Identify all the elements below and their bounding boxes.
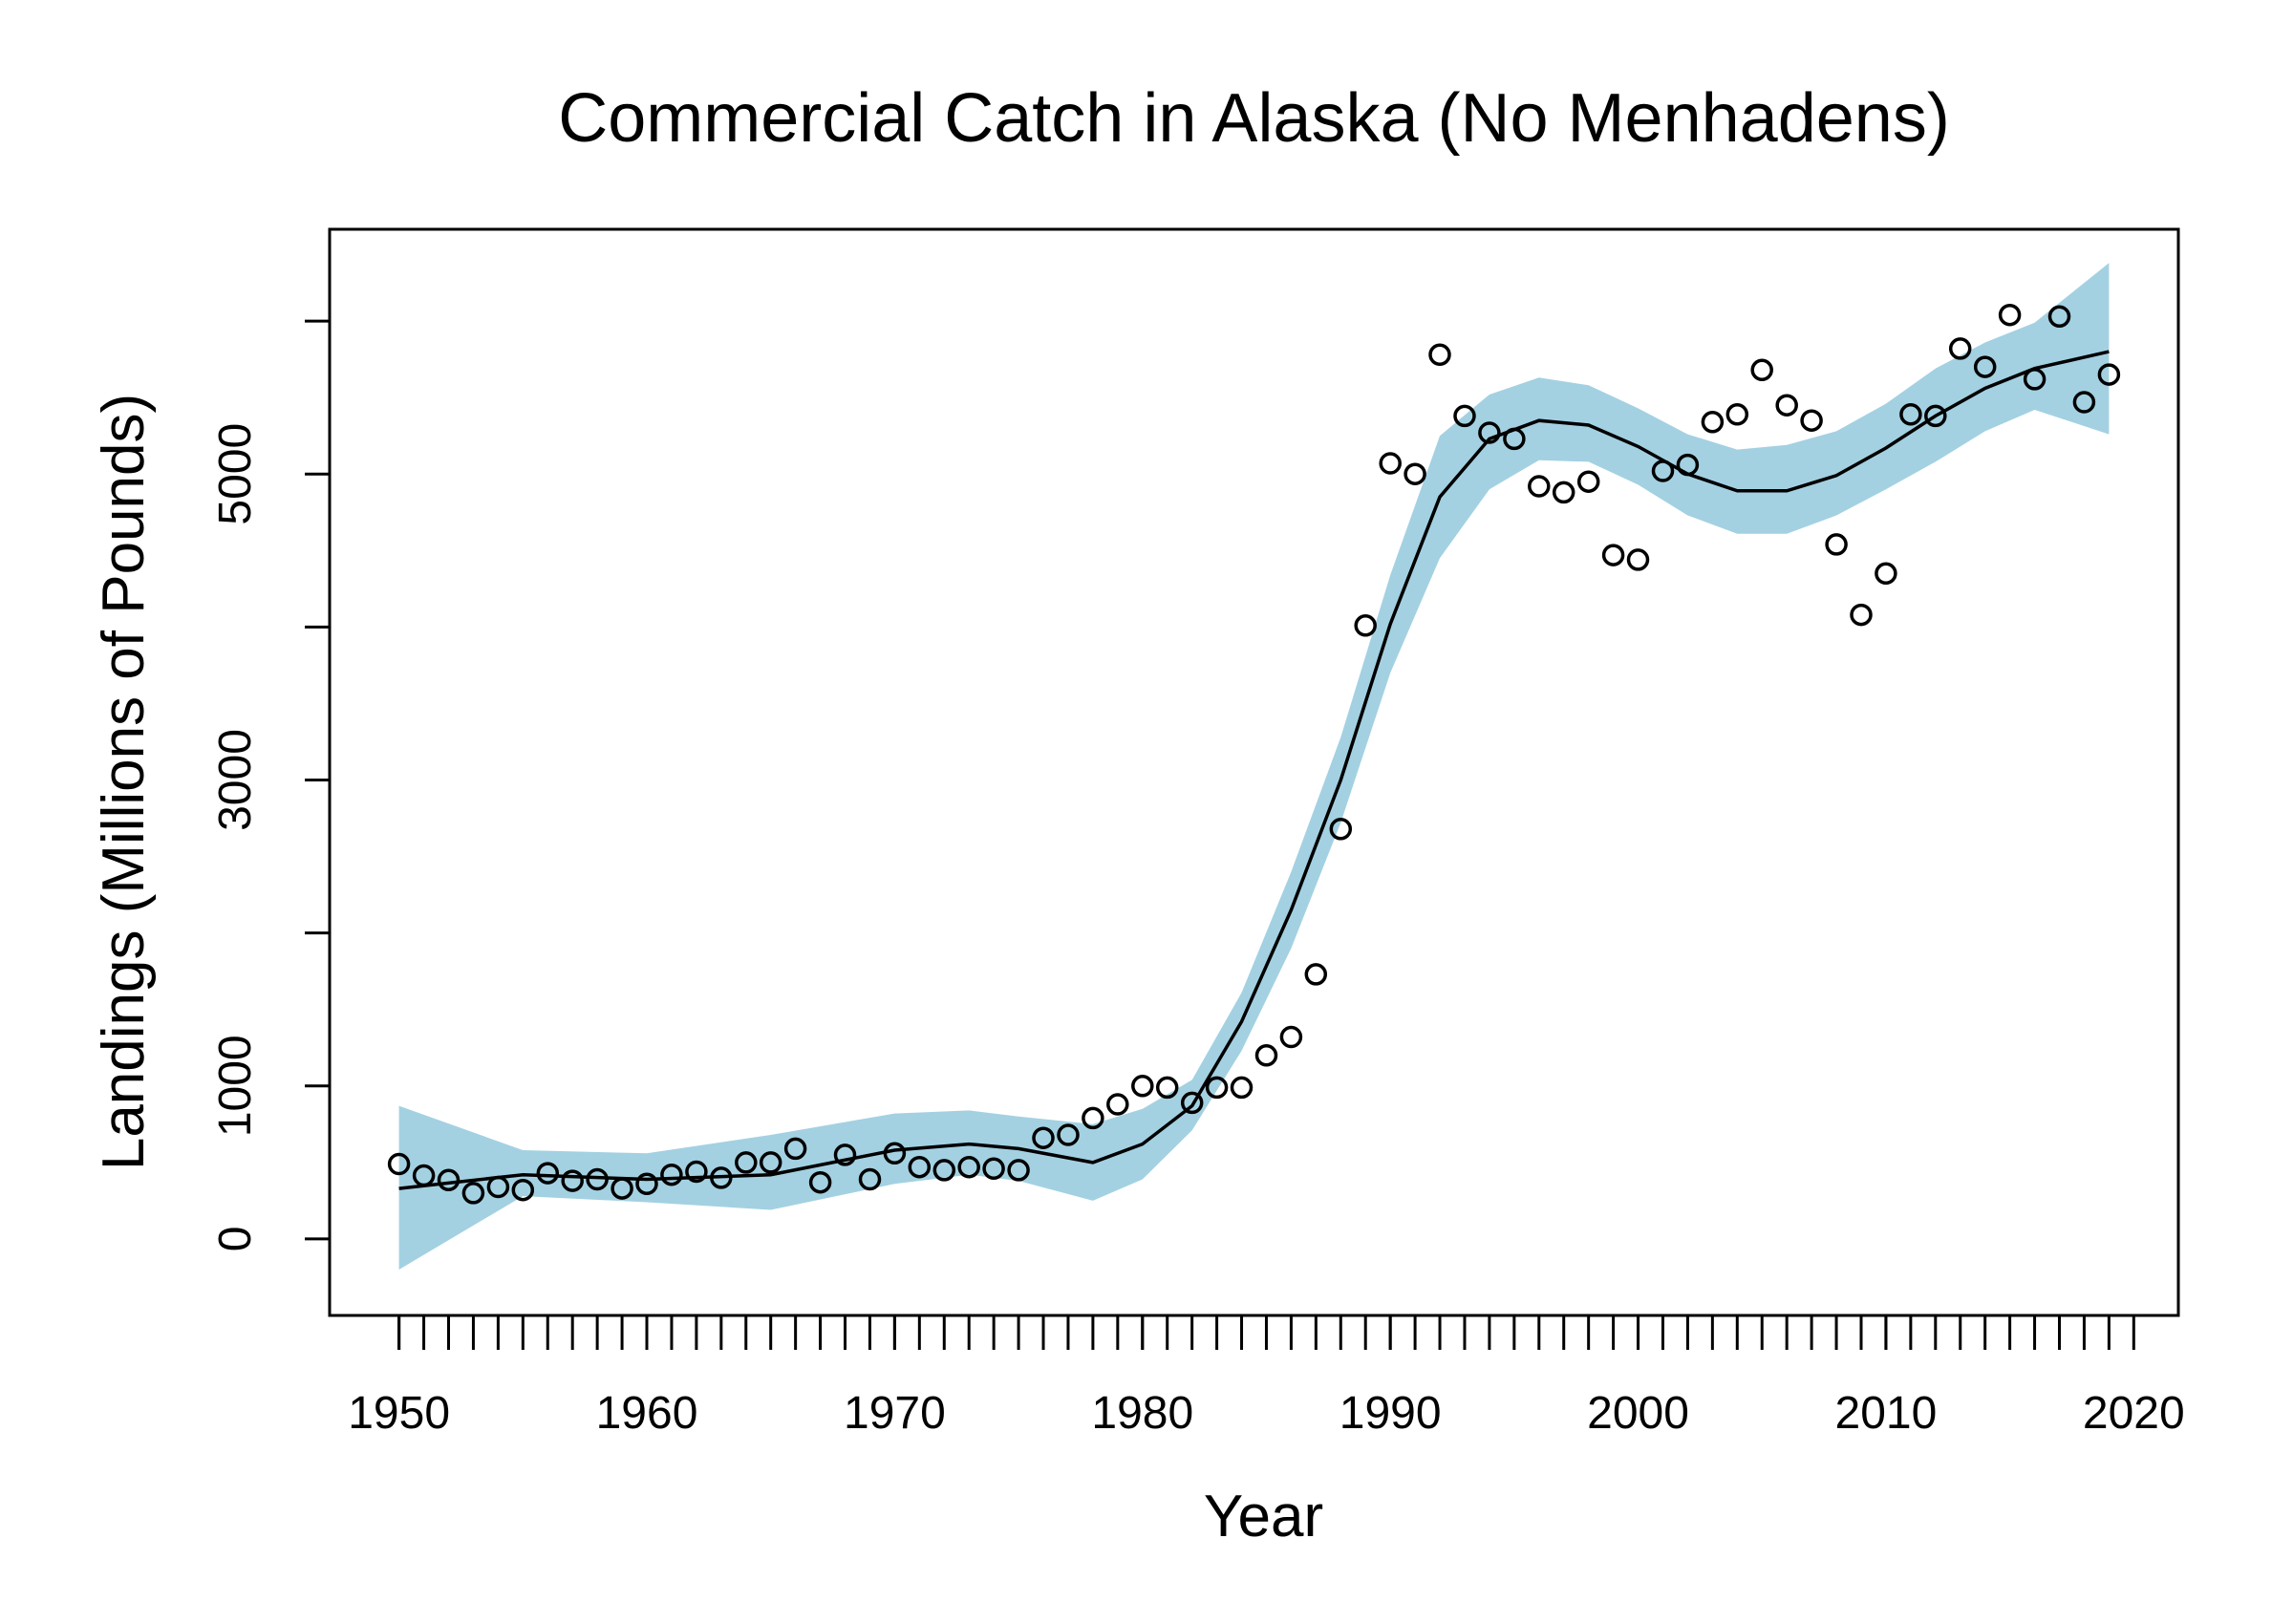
data-point [982,1157,1005,1181]
data-point [1329,818,1353,841]
y-tick-label: 0 [210,1227,261,1252]
data-point [511,1178,535,1202]
data-point [586,1167,609,1191]
data-point [1131,1075,1154,1098]
data-point [735,1151,758,1174]
data-point [1850,603,1873,627]
data-point [1032,1126,1055,1149]
confidence-band [398,263,2110,1271]
data-point [1478,421,1501,444]
data-point [1354,614,1377,637]
data-point [1254,1044,1278,1067]
data-point [1106,1093,1129,1116]
plot-content [387,263,2121,1271]
x-tick-label: 2010 [1835,1388,1938,1439]
y-axis-label: Landings (Millions of Pounds) [91,394,157,1170]
data-point [759,1151,782,1174]
data-point [486,1175,510,1199]
data-point [2097,363,2121,386]
data-point [1899,403,1922,426]
x-axis: 1950 1960 1970 1980 1990 2000 2010 2020 [348,1314,2185,1439]
data-point [1205,1076,1229,1100]
data-point [536,1162,560,1185]
x-tick-label: 2000 [1587,1388,1689,1439]
data-point [957,1155,980,1179]
data-point [1948,337,1972,360]
data-point [437,1168,461,1192]
x-tick-label: 1990 [1339,1388,1442,1439]
data-point [461,1182,485,1205]
chart-title: Commercial Catch in Alaska (No Menhadens… [558,80,1950,157]
data-point [1775,394,1798,417]
data-point [1503,427,1526,451]
data-point [1155,1076,1179,1100]
data-point [1379,452,1402,475]
data-point [387,1152,411,1176]
y-tick-label: 1000 [210,1035,261,1137]
data-point [932,1159,956,1182]
data-points [387,303,2121,1205]
data-point [783,1137,807,1161]
data-point [1007,1159,1030,1182]
data-point [1404,462,1426,485]
data-point [1552,481,1575,504]
data-point [2047,305,2071,329]
data-point [908,1155,932,1179]
data-point [1180,1091,1204,1115]
data-point [1279,1025,1303,1049]
y-tick-label: 3000 [210,729,261,831]
x-tick-label: 1950 [348,1388,450,1439]
data-point [1701,411,1725,434]
data-point [1800,409,1823,432]
data-point [635,1172,658,1196]
data-point [833,1143,857,1166]
plot-frame [328,227,2180,1317]
fit-line [398,350,2110,1190]
data-point [1973,355,1997,378]
data-point [561,1169,584,1192]
data-point [1528,475,1551,498]
data-point [1453,404,1476,428]
data-point [1998,303,2022,327]
data-point [1304,963,1328,986]
data-point [660,1163,683,1186]
x-axis-label: Year [1204,1484,1323,1549]
data-point [1825,533,1848,556]
x-tick-label: 1970 [844,1388,946,1439]
data-point [1924,404,1947,428]
data-point [883,1142,907,1165]
data-point [1626,548,1650,571]
data-point [1676,453,1700,477]
data-point [611,1177,633,1200]
data-point [1875,562,1897,586]
x-tick-label: 1960 [596,1388,698,1439]
data-point [1082,1106,1104,1130]
data-point [1057,1123,1080,1146]
y-axis: 0 1000 3000 5000 [210,319,332,1252]
x-tick-label: 2020 [2083,1388,2185,1439]
data-point [2072,391,2096,414]
data-point [1428,343,1451,367]
data-point [1651,459,1675,482]
data-point [412,1164,436,1187]
x-tick-label: 1980 [1091,1388,1193,1439]
data-point [710,1166,733,1189]
data-point [1576,470,1600,493]
data-point [2023,368,2047,391]
data-point [1750,358,1773,382]
data-point [685,1160,708,1184]
data-point [1601,544,1625,566]
data-point [858,1167,882,1191]
data-point [1725,403,1749,426]
data-point [1230,1076,1254,1100]
y-tick-label: 5000 [210,423,261,525]
data-point [808,1170,832,1194]
